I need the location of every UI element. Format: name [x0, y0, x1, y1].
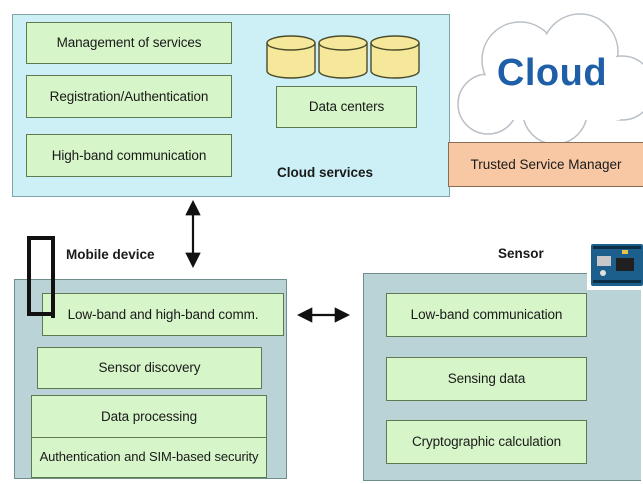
authentication-sim-security-label: Authentication and SIM-based security [39, 449, 259, 465]
database-icons [266, 35, 420, 79]
data-processing-label: Data processing [100, 408, 198, 424]
cryptographic-calculation-label: Cryptographic calculation [411, 434, 562, 450]
sensor-board-icon [587, 241, 643, 290]
low-band-communication-label: Low-band communication [410, 307, 563, 323]
cloud-services-title: Cloud services [277, 165, 374, 180]
registration-authentication-label: Registration/Authentication [49, 88, 209, 104]
management-of-services-label: Management of services [56, 35, 202, 51]
authentication-sim-security-box: Authentication and SIM-based security [31, 437, 267, 478]
cryptographic-calculation-box: Cryptographic calculation [386, 420, 587, 464]
cloud-icon [457, 13, 643, 145]
low-band-communication-box: Low-band communication [386, 293, 587, 337]
data-centers-box: Data centers [276, 86, 417, 128]
trusted-service-manager-box: Trusted Service Manager [448, 142, 643, 187]
mobile-device-title: Mobile device [66, 247, 155, 262]
sensor-title: Sensor [498, 246, 544, 261]
data-processing-box: Data processing [31, 395, 267, 438]
trusted-service-manager-label: Trusted Service Manager [470, 157, 622, 172]
registration-authentication-box: Registration/Authentication [26, 75, 232, 118]
sensor-discovery-box: Sensor discovery [37, 347, 262, 389]
sensing-data-label: Sensing data [447, 371, 526, 387]
low-high-band-comm-label: Low-band and high-band comm. [67, 306, 259, 322]
management-of-services-box: Management of services [26, 22, 232, 64]
mobile-phone-icon [27, 236, 55, 318]
data-centers-label: Data centers [308, 99, 385, 115]
high-band-communication-label: High-band communication [51, 147, 207, 163]
cloud-label: Cloud [496, 52, 608, 94]
high-band-communication-box: High-band communication [26, 134, 232, 177]
low-high-band-comm-box: Low-band and high-band comm. [42, 293, 284, 336]
sensing-data-box: Sensing data [386, 357, 587, 401]
sensor-discovery-label: Sensor discovery [98, 360, 201, 376]
